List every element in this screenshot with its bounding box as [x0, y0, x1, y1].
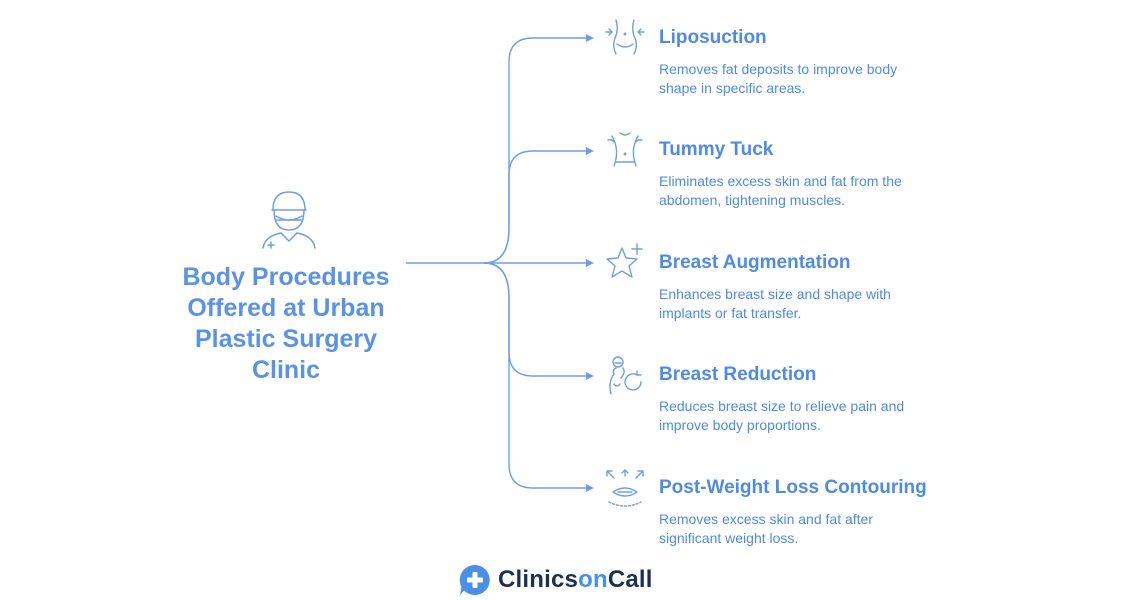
procedure-breast-reduction: Breast Reduction Reduces breast size to …: [659, 364, 959, 435]
main-title-line: Plastic Surgery: [194, 325, 378, 353]
description-line: implants or fat transfer.: [659, 305, 802, 321]
main-title-line: Body Procedures: [182, 263, 390, 291]
figure-reduce-icon: [609, 356, 642, 395]
description-line: improve body proportions.: [659, 417, 821, 433]
description-line: Removes fat deposits to improve body: [659, 61, 898, 77]
chat-plus-icon: [459, 564, 490, 595]
brand-name: ClinicsonCall: [498, 566, 653, 594]
main-title-line: Clinic: [251, 356, 321, 384]
description-line: Enhances breast size and shape with: [659, 286, 891, 302]
arrowhead: [586, 34, 594, 42]
main-title: Body Procedures Offered at Urban Plastic…: [168, 262, 404, 386]
procedure-description: Reduces breast size to relieve pain and …: [659, 397, 959, 435]
brand-logo: ClinicsonCall: [458, 562, 653, 598]
procedure-title: Liposuction: [659, 27, 767, 48]
brand-name-part: Clinics: [498, 566, 579, 593]
procedure-description: Enhances breast size and shape with impl…: [659, 285, 959, 323]
branch-breast-reduction: [483, 262, 590, 377]
procedure-title: Post-Weight Loss Contouring: [659, 477, 927, 498]
main-title-line: Offered at Urban: [187, 294, 385, 322]
arrowhead: [586, 259, 594, 267]
description-line: Reduces breast size to relieve pain and: [659, 398, 905, 414]
torso-icon: [607, 132, 643, 167]
procedure-title: Tummy Tuck: [659, 139, 774, 160]
procedure-description: Eliminates excess skin and fat from the …: [659, 172, 959, 210]
procedure-breast-augmentation: Breast Augmentation Enhances breast size…: [659, 252, 959, 323]
brand-name-part: Call: [607, 566, 653, 593]
contour-expand-icon: [606, 469, 644, 507]
arrowhead: [586, 372, 594, 380]
description-line: abdomen, tightening muscles.: [659, 192, 845, 208]
brand-name-part: on: [578, 566, 608, 593]
description-line: shape in specific areas.: [659, 80, 806, 96]
description-line: Removes excess skin and fat after: [659, 511, 873, 527]
star-plus-icon: [606, 243, 643, 278]
procedure-tummy-tuck: Tummy Tuck Eliminates excess skin and fa…: [659, 139, 959, 210]
procedure-description: Removes fat deposits to improve body sha…: [659, 60, 959, 98]
procedure-title: Breast Reduction: [659, 364, 817, 385]
arrowhead: [586, 484, 594, 492]
procedure-description: Removes excess skin and fat after signif…: [659, 510, 959, 548]
branch-post-weight-loss: [483, 262, 590, 489]
description-line: significant weight loss.: [659, 530, 799, 546]
branch-tummy-tuck: [483, 150, 590, 264]
procedure-title: Breast Augmentation: [659, 252, 851, 273]
description-line: Eliminates excess skin and fat from the: [659, 173, 902, 189]
procedure-post-weight-loss-contouring: Post-Weight Loss Contouring Removes exce…: [659, 477, 959, 548]
surgeon-icon: [262, 191, 316, 249]
procedure-liposuction: Liposuction Removes fat deposits to impr…: [659, 27, 959, 98]
arrowhead: [586, 147, 594, 155]
waist-icon: [605, 19, 645, 55]
